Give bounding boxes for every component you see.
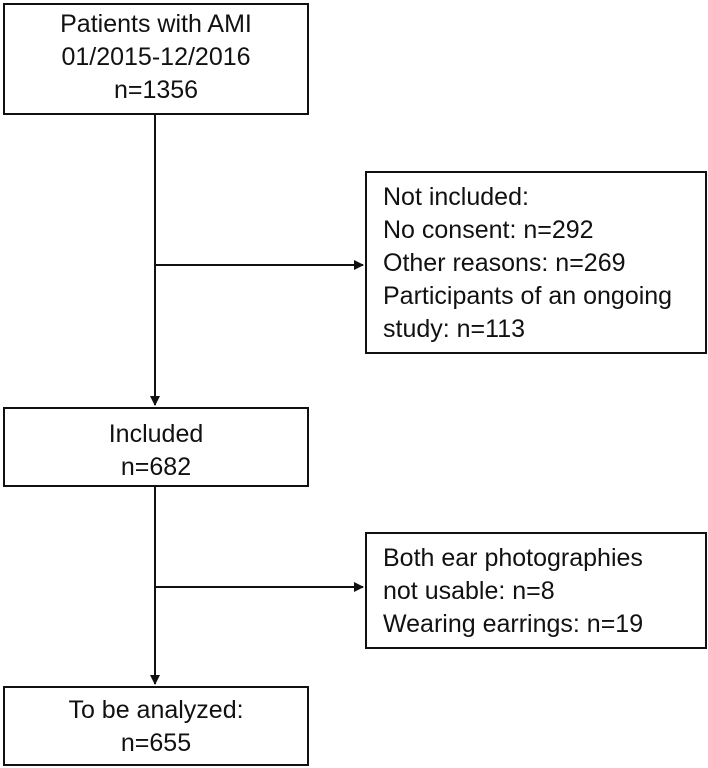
not-included-box: Not included: No consent: n=292 Other re… (365, 171, 707, 354)
not-usable-count: not usable: n=8 (383, 577, 555, 605)
excluded-ear-box: Both ear photographies not usable: n=8 W… (365, 532, 707, 649)
patients-count: n=1356 (113, 76, 199, 104)
not-included-title: Not included: (383, 183, 529, 211)
wearing-earrings-count: Wearing earrings: n=19 (383, 610, 644, 638)
patients-period: 01/2015-12/2016 (61, 43, 251, 71)
other-reasons-count: Other reasons: n=269 (383, 249, 626, 277)
patients-with-ami-box: Patients with AMI 01/2015-12/2016 n=1356 (3, 3, 309, 115)
included-title: Included (108, 420, 204, 448)
ongoing-study-count: study: n=113 (383, 315, 526, 343)
included-count: n=682 (120, 453, 192, 481)
analyzed-count: n=655 (120, 729, 192, 757)
included-box: Included n=682 (3, 407, 309, 487)
patients-title: Patients with AMI (60, 10, 252, 38)
to-be-analyzed-box: To be analyzed: n=655 (3, 686, 309, 766)
ongoing-study-label: Participants of an ongoing (383, 282, 673, 310)
no-consent-count: No consent: n=292 (383, 216, 594, 244)
analyzed-title: To be analyzed: (68, 696, 244, 724)
ear-photographies-label: Both ear photographies (383, 544, 643, 572)
